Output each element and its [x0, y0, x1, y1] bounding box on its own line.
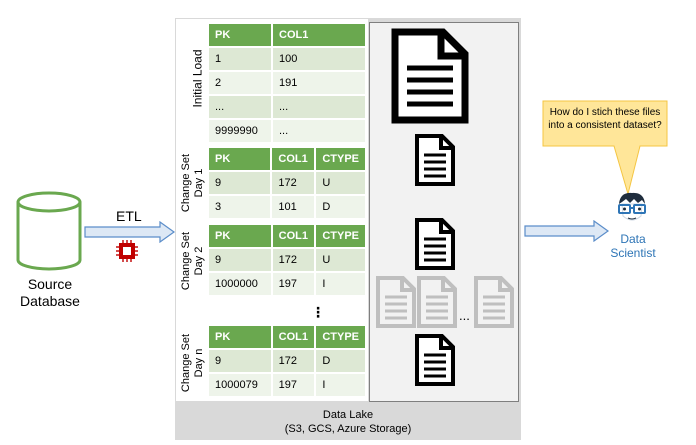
header-pk: PK: [209, 148, 271, 170]
cell: 9: [209, 348, 271, 372]
header-col1: COL1: [271, 24, 365, 46]
cell: 9: [209, 247, 271, 271]
table-row: 9999990...: [209, 118, 365, 142]
output-arrow: [524, 220, 610, 242]
header-col1: COL1: [270, 326, 315, 348]
gray-file-icon-3: [474, 276, 514, 328]
gray-file-icon-2: [417, 276, 457, 328]
data-lake-label: Data Lake (S3, GCS, Azure Storage): [175, 408, 521, 436]
header-ctype: CTYPE: [314, 326, 365, 348]
cell: 9: [209, 170, 271, 194]
cell: 197: [270, 271, 315, 295]
change-set-label-line1: Change Set: [180, 153, 192, 213]
etl-arrow: [84, 221, 176, 243]
cell: 101: [270, 194, 315, 218]
cell: ...: [271, 94, 365, 118]
file-icon-day1: [415, 134, 455, 186]
vertical-ellipsis: ⋮: [311, 304, 325, 320]
cell: 1000000: [209, 271, 271, 295]
cell: 9999990: [209, 118, 271, 142]
table-header-row: PK COL1 CTYPE: [209, 326, 365, 348]
etl-label: ETL: [116, 208, 142, 224]
cell: D: [314, 194, 365, 218]
data-lake-subtitle: (S3, GCS, Azure Storage): [284, 423, 412, 435]
cell: 191: [271, 70, 365, 94]
cell: 100: [271, 46, 365, 70]
cell: 1000079: [209, 372, 271, 396]
cell: ...: [209, 94, 271, 118]
etl-processor-icon: [116, 240, 138, 262]
cell: 3: [209, 194, 271, 218]
cell: I: [314, 372, 365, 396]
speech-callout-bubble: [542, 100, 668, 196]
source-label-line1: Source: [27, 276, 73, 292]
header-pk: PK: [209, 326, 271, 348]
file-icon-day2: [415, 218, 455, 270]
cell: 2: [209, 70, 271, 94]
cell: D: [314, 348, 365, 372]
table-row: ......: [209, 94, 365, 118]
gray-file-icon-1: [376, 276, 416, 328]
header-ctype: CTYPE: [314, 148, 365, 170]
cell: 172: [270, 170, 315, 194]
header-pk: PK: [209, 225, 271, 247]
cell: 1: [209, 46, 271, 70]
scientist-label-line2: Scientist: [610, 246, 656, 260]
cell: 197: [270, 372, 315, 396]
callout-line2: into a consistent dataset?: [548, 120, 662, 131]
change-set-day1-label: Change Set Day 1: [180, 153, 206, 213]
change-set-label-line1: Change Set: [180, 231, 192, 291]
change-set-label-line2: Day n: [193, 348, 205, 378]
initial-load-label: Initial Load: [190, 49, 205, 108]
change-set-dayn-label: Change Set Day n: [180, 333, 206, 393]
header-col1: COL1: [270, 225, 315, 247]
data-scientist-label: Data Scientist: [598, 232, 668, 260]
table-header-row: PK COL1 CTYPE: [209, 148, 365, 170]
change-set-day2-label: Change Set Day 2: [180, 231, 206, 291]
cell: U: [314, 247, 365, 271]
cell: I: [314, 271, 365, 295]
table-header-row: PK COL1: [209, 24, 365, 46]
header-ctype: CTYPE: [314, 225, 365, 247]
change-set-label-line2: Day 1: [193, 168, 205, 198]
header-col1: COL1: [270, 148, 315, 170]
source-database-label: Source Database: [0, 276, 100, 310]
source-database-cylinder: [16, 191, 82, 271]
table-header-row: PK COL1 CTYPE: [209, 225, 365, 247]
cell: ...: [271, 118, 365, 142]
source-label-line2: Database: [20, 293, 80, 309]
data-lake-title: Data Lake: [322, 409, 374, 421]
file-icon-dayn: [415, 334, 455, 386]
files-ellipsis: ...: [459, 308, 470, 323]
cell: 172: [270, 247, 315, 271]
header-pk: PK: [209, 24, 271, 46]
change-set-label-line1: Change Set: [180, 333, 192, 393]
large-file-icon: [391, 28, 469, 124]
callout-line1: How do I stich these files: [549, 107, 661, 118]
cell: 172: [270, 348, 315, 372]
callout-text: How do I stich these files into a consis…: [545, 106, 665, 132]
scientist-label-line1: Data: [620, 232, 646, 246]
change-set-label-line2: Day 2: [193, 246, 205, 276]
cell: U: [314, 170, 365, 194]
data-scientist-icon: [618, 192, 646, 221]
